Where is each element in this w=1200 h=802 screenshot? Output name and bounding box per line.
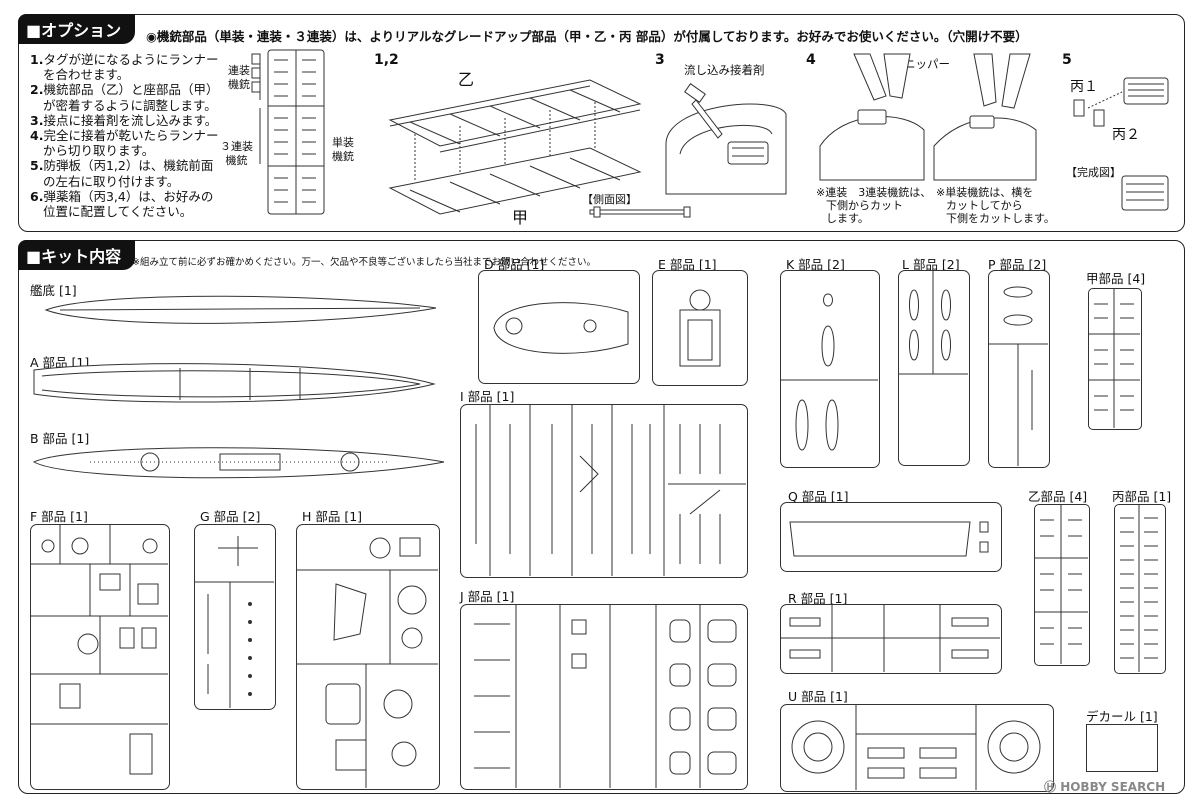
label-u: U 部品 [1]	[788, 689, 848, 704]
step-item: 4.完全に接着が乾いたらランナー	[30, 128, 219, 144]
kansei-label: 【完成図】	[1066, 166, 1121, 179]
sprue-ko	[1088, 288, 1142, 430]
label-l: L 部品 [2]	[902, 257, 960, 272]
tanso-label: 単装機銃	[332, 136, 354, 163]
label-hei: 丙部品 [1]	[1112, 489, 1172, 504]
step12-diagram	[388, 79, 642, 215]
label-f: F 部品 [1]	[30, 509, 88, 524]
ko-label: 甲	[512, 208, 529, 227]
sprue-l-detail	[898, 270, 968, 375]
sprue-otsu-detail	[1034, 504, 1088, 664]
sprue-q-detail	[789, 521, 989, 557]
watermark-logo-icon: Ⓗ	[1044, 780, 1061, 794]
label-k: K 部品 [2]	[786, 257, 845, 272]
label-g: G 部品 [2]	[200, 509, 261, 524]
label-r: R 部品 [1]	[788, 591, 848, 606]
sprue-r	[780, 604, 1002, 674]
glue-label: 流し込み接着剤	[684, 63, 765, 77]
rengo-label: 連装機銃	[228, 64, 250, 91]
nipper-label: ニッパー	[904, 57, 950, 71]
step-item: 5.防弾板（丙1,2）は、機銃前面	[30, 158, 214, 174]
sprue-u	[780, 704, 1054, 792]
sprue-hei-detail	[1120, 504, 1158, 672]
step-item: 6.弾薬箱（丙3,4）は、お好みの	[30, 188, 214, 204]
watermark: Ⓗ HOBBY SEARCH	[1044, 780, 1166, 794]
label-otsu: 乙部品 [4]	[1028, 489, 1088, 504]
step5-number: 5	[1062, 52, 1072, 68]
step4-number: 4	[806, 52, 816, 68]
sprue-u-detail	[791, 704, 1041, 790]
label-ko: 甲部品 [4]	[1086, 271, 1146, 286]
step5-diagram	[1073, 77, 1169, 211]
step3-diagram	[665, 83, 787, 195]
step-item: から切り取ります。	[43, 143, 155, 159]
option-header: ■オプション	[18, 14, 136, 44]
label-b: B 部品 [1]	[30, 431, 90, 446]
kit-note: ※組み立て前に必ずお確かめください。万一、欠品や不良等ございましたら当社までお問…	[132, 257, 596, 268]
sprue-h-detail	[296, 537, 438, 788]
sprue-ko-detail	[1088, 288, 1140, 428]
kit-header: ■キット内容	[18, 240, 136, 270]
sprue-k-detail	[780, 293, 878, 451]
step12-number: 1,2	[374, 52, 399, 68]
side-view-diagram	[589, 206, 691, 218]
part-b-drawing	[32, 447, 445, 479]
sprue-h	[296, 524, 440, 790]
hei1-label: 丙１	[1070, 79, 1098, 95]
sprue-otsu	[1034, 504, 1090, 666]
sprue-d	[478, 270, 640, 384]
sanren-label: ３連装機銃	[220, 140, 253, 167]
sokumen-label: 【側面図】	[582, 193, 637, 206]
step-item: 2.機銃部品（乙）と座部品（甲）	[30, 82, 219, 98]
step-item: 位置に配置してください。	[43, 204, 193, 220]
option-intro: ◉機銃部品（単装・連装・３連装）は、よりリアルなグレードアップ部品（甲・乙・丙 …	[146, 29, 1028, 44]
decal-sheet	[1086, 724, 1158, 772]
hei2-label: 丙２	[1112, 127, 1140, 143]
sprue-g-detail	[194, 536, 274, 708]
part-a-drawing	[33, 363, 436, 403]
sprue-p	[988, 270, 1050, 468]
sprue-j-detail	[474, 604, 737, 788]
label-d: D 部品 [1]	[484, 257, 545, 272]
otsu-label: 乙	[458, 70, 475, 89]
label-hull: 艦底 [1]	[30, 283, 77, 298]
sprue-r-detail	[780, 604, 1000, 672]
step-item: 3.接点に接着剤を流し込みます。	[30, 112, 218, 128]
step-item: が密着するように調整します。	[43, 97, 217, 113]
step-item: の左右に取り付けます。	[43, 173, 180, 189]
label-i: I 部品 [1]	[460, 389, 515, 404]
sprue-p-detail	[988, 286, 1048, 466]
sprue-f-detail	[30, 524, 168, 775]
label-j: J 部品 [1]	[460, 589, 515, 604]
step-item: を合わせます。	[43, 67, 130, 83]
option-sprue-diagram	[251, 49, 325, 215]
note-cut-single: ※単装機銃は、横を カットしてから 下側をカットします。	[936, 186, 1055, 225]
label-e: E 部品 [1]	[658, 257, 717, 272]
label-decal: デカール [1]	[1086, 709, 1158, 724]
step4-diagram	[819, 53, 1037, 181]
sprue-i-detail	[475, 404, 746, 576]
label-p: P 部品 [2]	[988, 257, 1047, 272]
sprue-d-detail	[493, 302, 629, 354]
option-steps: 1.タグが逆になるようにランナー を合わせます。 2.機銃部品（乙）と座部品（甲…	[30, 52, 218, 219]
sprue-e	[652, 270, 748, 386]
hull-drawing	[44, 295, 437, 324]
sprue-q	[780, 502, 1002, 572]
step-item: 1.タグが逆になるようにランナー	[30, 52, 219, 67]
sprue-e-detail	[679, 289, 721, 367]
step3-number: 3	[655, 52, 665, 68]
note-cut-multi: ※連装 3連装機銃は、 下側からカット します。	[816, 186, 932, 225]
label-q: Q 部品 [1]	[788, 489, 849, 504]
label-h: H 部品 [1]	[302, 509, 363, 524]
